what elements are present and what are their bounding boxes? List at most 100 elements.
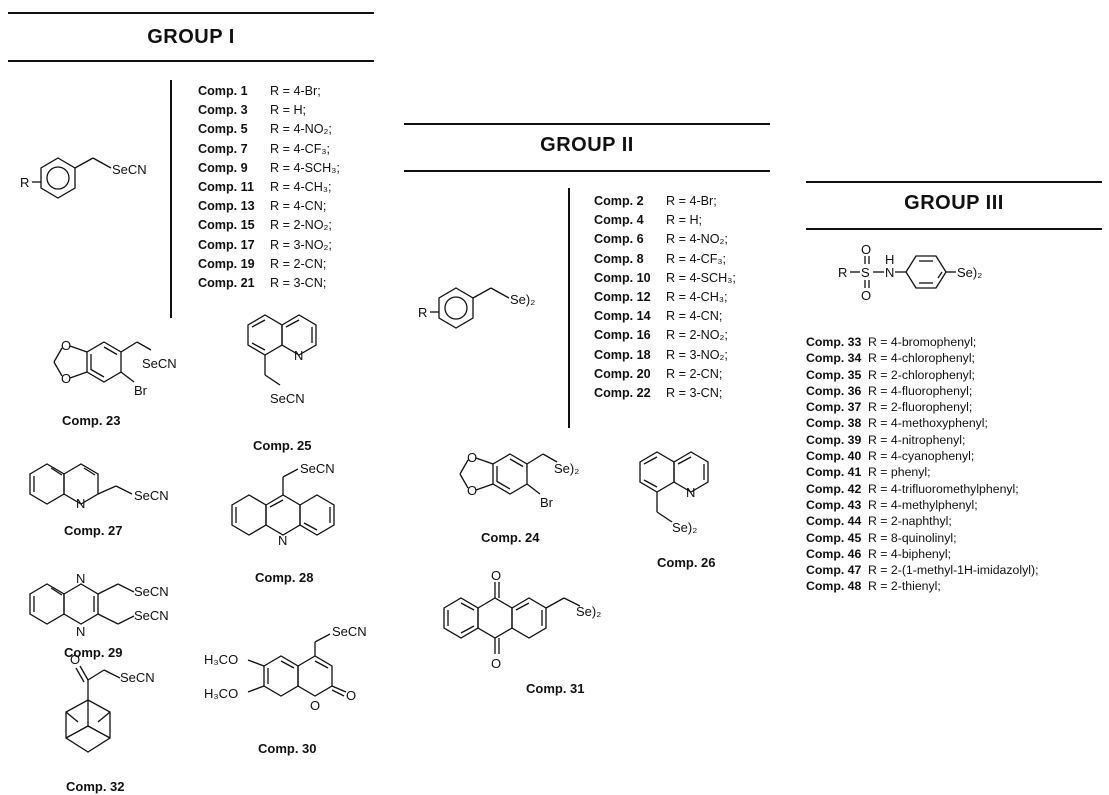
- comp31-o2: O: [491, 656, 501, 671]
- comp31-caption: Comp. 31: [526, 681, 585, 696]
- group1-title: GROUP I: [147, 26, 235, 48]
- comp30-ome1: H₃CO: [204, 652, 238, 667]
- group3-core-structure: R S O O H N Se)₂: [838, 242, 982, 303]
- comp23-caption: Comp. 23: [62, 413, 121, 428]
- group1-top-rule: [8, 12, 374, 14]
- group3-core-s: S: [861, 265, 870, 280]
- comp29-caption: Comp. 29: [64, 645, 123, 660]
- comp31-structure: O O Se)₂: [443, 568, 601, 671]
- comp28-structure: N SeCN: [231, 461, 335, 548]
- comp23-secn: SeCN: [142, 356, 177, 371]
- comp23-br: Br: [134, 383, 148, 398]
- comp30-ome2: H₃CO: [204, 686, 238, 701]
- group3-core-o2: O: [861, 288, 871, 303]
- comp27-n: N: [76, 496, 85, 511]
- comp32-o: O: [70, 652, 80, 667]
- comp31-se2: Se)₂: [576, 604, 601, 619]
- comp26-structure: N Se)₂: [639, 451, 709, 535]
- svg-text:O: O: [467, 450, 477, 465]
- comp32-structure: O SeCN: [65, 652, 155, 753]
- comp27-secn: SeCN: [134, 488, 169, 503]
- comp28-n: N: [278, 533, 287, 548]
- comp26-caption: Comp. 26: [657, 555, 716, 570]
- comp27-caption: Comp. 27: [64, 523, 123, 538]
- comp26-n: N: [686, 485, 695, 500]
- group2-core-structure: R Se)₂: [418, 287, 535, 329]
- group3-core-r: R: [838, 265, 847, 280]
- svg-text:O: O: [61, 371, 71, 386]
- comp25-structure: N SeCN: [247, 314, 317, 406]
- comp27-structure: N SeCN: [29, 463, 169, 511]
- svg-text:O: O: [61, 338, 71, 353]
- group2-divider: [568, 188, 570, 428]
- comp30-secn: SeCN: [332, 624, 367, 639]
- group1-core-r: R: [20, 175, 29, 190]
- comp30-structure: SeCN H₃CO H₃CO O O: [204, 624, 367, 713]
- group2-bottom-rule: [404, 170, 770, 172]
- comp28-caption: Comp. 28: [255, 570, 314, 585]
- group3-core-o1: O: [861, 242, 871, 257]
- comp30-caption: Comp. 30: [258, 741, 317, 756]
- group2-core-se2: Se)₂: [510, 292, 535, 307]
- comp29-n2: N: [76, 624, 85, 639]
- group3-title: GROUP III: [904, 192, 1004, 214]
- group1-core-structure: R SeCN: [20, 157, 147, 199]
- comp29-secn2: SeCN: [134, 608, 169, 623]
- comp24-br: Br: [540, 495, 554, 510]
- comp24-se2: Se)₂: [554, 461, 579, 476]
- group1-core-secn: SeCN: [112, 162, 147, 177]
- comp29-secn1: SeCN: [134, 584, 169, 599]
- group1-bottom-rule: [8, 60, 374, 62]
- comp32-caption: Comp. 32: [66, 779, 125, 794]
- comp24-structure: O O Se)₂ Br: [459, 450, 579, 510]
- group2-core-r: R: [418, 305, 427, 320]
- comp32-secn: SeCN: [120, 670, 155, 685]
- group3-bottom-rule: [806, 228, 1102, 230]
- comp25-n: N: [294, 348, 303, 363]
- group2-title: GROUP II: [540, 134, 634, 156]
- group3-core-n: N: [885, 265, 894, 280]
- comp31-o1: O: [491, 568, 501, 583]
- comp26-se2: Se)₂: [672, 520, 697, 535]
- comp23-structure: O O SeCN Br: [53, 338, 177, 398]
- comp28-secn: SeCN: [300, 461, 335, 476]
- group1-divider: [170, 80, 172, 318]
